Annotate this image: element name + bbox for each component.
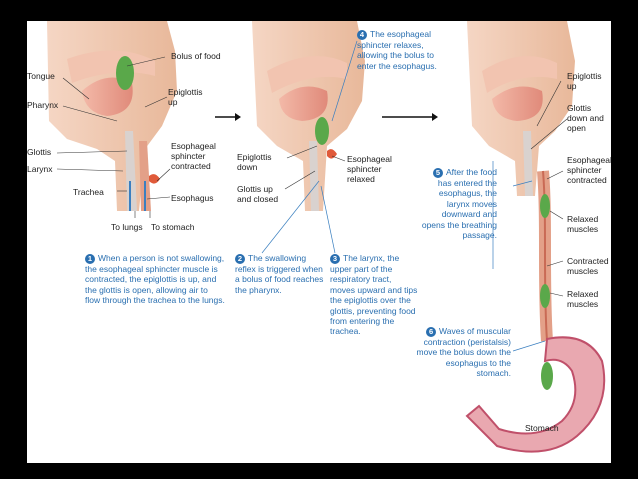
label-esophageal-sphincter-relaxed: Esophageal sphincter relaxed	[347, 154, 392, 184]
step-1-text: When a person is not swallowing, the eso…	[85, 253, 225, 306]
callout-lines	[261, 40, 546, 352]
label-glottis: Glottis	[27, 147, 52, 157]
label-relaxed-muscles-1: Relaxed muscles	[567, 214, 599, 234]
label-to-stomach: To stomach	[151, 222, 195, 232]
leader-lines	[56, 56, 568, 297]
label-esophageal-sphincter-contracted: Esophageal sphincter contracted	[171, 141, 216, 171]
esophagus-tube	[537, 170, 553, 342]
diagram-panel: Bolus of food Tongue Epiglottis up Phary…	[27, 21, 611, 463]
step-3-number: 3	[330, 254, 340, 264]
swallowing-illustration	[47, 21, 606, 453]
label-epiglottis-up: Epiglottis up	[168, 87, 203, 107]
label-tongue: Tongue	[27, 71, 55, 81]
step-5-number: 5	[432, 168, 443, 178]
step-1-number: 1	[85, 254, 95, 264]
step-2-text: The swallowing reflex is triggered when …	[235, 253, 324, 295]
label-r-epiglottis-up: Epiglottis up	[567, 71, 602, 91]
label-r-sphincter-contracted: Esophageal sphincter contracted	[567, 155, 611, 185]
label-contracted-muscles: Contracted muscles	[567, 256, 609, 276]
label-bolus-of-food: Bolus of food	[171, 51, 221, 61]
label-trachea: Trachea	[73, 187, 104, 197]
label-stomach: Stomach	[525, 423, 559, 433]
step-6-number: 6	[426, 327, 437, 337]
head-cross-section-2	[252, 21, 365, 211]
label-relaxed-muscles-2: Relaxed muscles	[567, 289, 599, 309]
label-larynx: Larynx	[27, 164, 53, 174]
step-6-text: Waves of muscular contraction (peristals…	[416, 326, 511, 379]
label-esophagus: Esophagus	[171, 193, 214, 203]
label-to-lungs: To lungs	[111, 222, 143, 232]
head-cross-section-1	[47, 21, 177, 211]
flow-arrow-1	[215, 113, 241, 121]
label-glottis-up-closed: Glottis up and closed	[237, 184, 279, 204]
label-glottis-down-open: Glottis down and open	[567, 103, 604, 133]
step-4-text: The esophageal sphincter relaxes, allowi…	[357, 29, 437, 71]
label-pharynx: Pharynx	[27, 100, 59, 110]
label-epiglottis-down: Epiglottis down	[237, 152, 272, 172]
stomach-organ	[465, 336, 606, 453]
head-cross-section-3	[467, 21, 575, 196]
step-4-number: 4	[357, 30, 367, 40]
step-2-number: 2	[235, 254, 245, 264]
step-5-text: After the food has entered the esophagus…	[421, 167, 497, 241]
flow-arrow-2	[382, 113, 438, 121]
step-3-text: The larynx, the upper part of the respir…	[330, 253, 418, 337]
